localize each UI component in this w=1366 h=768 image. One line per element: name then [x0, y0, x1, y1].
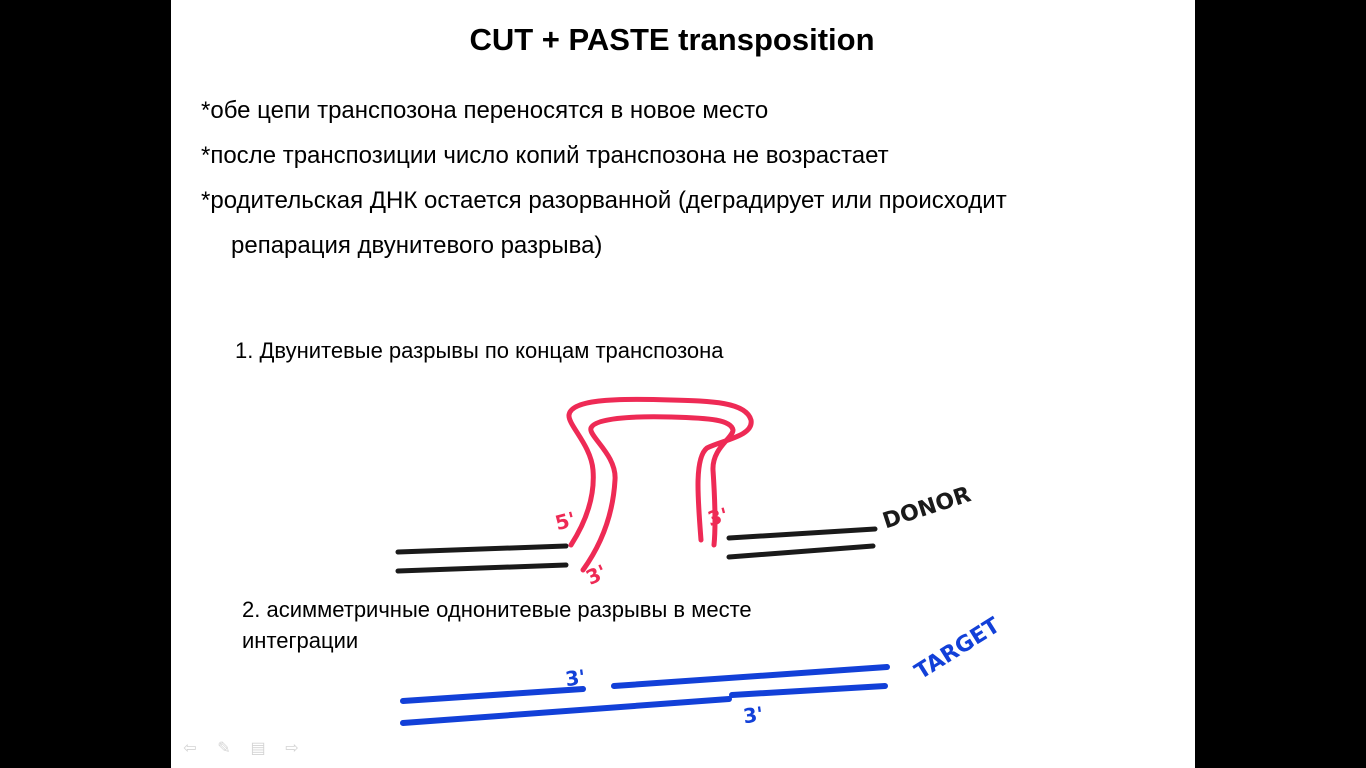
donor-left-bottom-strand [395, 562, 569, 574]
label-5-prime: 5' [552, 507, 578, 535]
slide-navigation: ⇦ ✎ ▤ ⇨ [179, 738, 303, 758]
transposon-inner-strand [580, 414, 736, 573]
label-3-prime-target-top: 3' [564, 665, 587, 692]
target-bottom-left-strand [400, 696, 732, 726]
label-donor: DONOR [880, 482, 974, 534]
transposon [566, 396, 754, 573]
label-3-prime-target-bottom: 3' [742, 702, 765, 729]
donor-dna [395, 526, 878, 574]
transposon-outer-strand [566, 396, 754, 548]
bullet-3: *родительская ДНК остается разорванной (… [201, 187, 1007, 214]
slide: CUT + PASTE transposition *обе цепи тран… [171, 0, 1195, 768]
label-3-prime-right: 3' [705, 503, 731, 531]
menu-icon[interactable]: ▤ [250, 740, 266, 757]
step-2-caption-line-1: 2. асимметричные однонитевые разрывы в м… [242, 597, 752, 622]
target-bottom-right-strand [729, 683, 888, 698]
target-top-left-strand [400, 686, 586, 704]
arrow-left-icon[interactable]: ⇦ [183, 740, 197, 757]
step-1-caption: 1. Двунитевые разрывы по концам транспоз… [235, 338, 724, 363]
donor-left-top-strand [395, 543, 569, 555]
label-target: TARGET [911, 613, 1005, 685]
step-2-caption-line-2: интеграции [242, 628, 359, 653]
arrow-right-icon[interactable]: ⇨ [285, 740, 299, 757]
target-dna [400, 664, 890, 726]
transposition-diagram: 5' 3' 3' DONOR 3' 3' TARGET [395, 396, 1005, 729]
pen-icon[interactable]: ✎ [217, 740, 231, 757]
donor-right-bottom-strand [726, 543, 876, 560]
bullet-2: *после транспозиции число копий транспоз… [201, 142, 889, 169]
donor-right-top-strand [726, 526, 878, 541]
bullet-1: *обе цепи транспозона переносятся в ново… [201, 97, 769, 124]
slide-title: CUT + PASTE transposition [469, 22, 875, 57]
bullet-3-continued: репарация двунитевого разрыва) [231, 232, 603, 259]
target-top-right-strand [611, 664, 890, 689]
